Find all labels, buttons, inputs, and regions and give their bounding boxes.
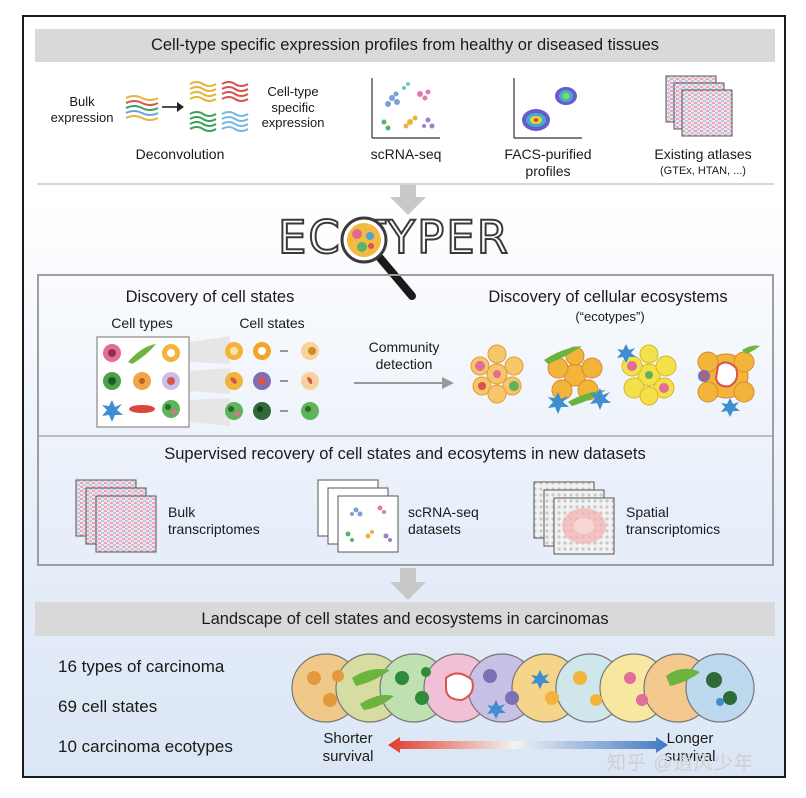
ecotype-landscape-circles xyxy=(291,653,755,723)
ecotype-cluster-4 xyxy=(697,345,760,417)
supervised-title: Supervised recovery of cell states and e… xyxy=(164,445,646,463)
ecotyper-logo: EC TYPER xyxy=(277,211,510,264)
bulk-heatmap-stack xyxy=(75,479,157,553)
down-arrow-1 xyxy=(390,185,426,215)
stat-ecotypes: 10 carcinoma ecotypes xyxy=(58,737,233,756)
community-arrow-icon xyxy=(354,377,454,389)
top-banner: Cell-type specific expression profiles f… xyxy=(35,29,775,62)
deconvolution-label: Deconvolution xyxy=(135,146,225,162)
longer-survival-label: Longer survival xyxy=(664,730,716,765)
scrna-datasets-label: scRNA-seq datasets xyxy=(408,504,479,537)
celltype-waves-icon xyxy=(189,81,249,132)
scrna-seq-label: scRNA-seq xyxy=(370,146,442,162)
ecotype-cluster-3 xyxy=(617,344,677,406)
atlases-sub-label: (GTEx, HTAN, ...) xyxy=(660,165,746,177)
discovery-panel xyxy=(37,274,774,566)
stat-carcinoma-types: 16 types of carcinoma xyxy=(58,657,225,676)
scrna-tsne-plot xyxy=(371,78,440,139)
ecotype-cluster-2 xyxy=(544,346,611,414)
celltype-expression-label: Cell-type specific expression xyxy=(261,84,325,131)
magnifier-icon xyxy=(340,216,416,300)
ecotypes-label: (“ecotypes”) xyxy=(575,309,645,324)
facs-density-plot xyxy=(513,78,582,139)
cell-states-discovery-title: Discovery of cell states xyxy=(125,288,295,306)
expansion-shading xyxy=(190,336,230,426)
cell-states-label: Cell states xyxy=(239,315,305,331)
ecotype-cluster-1 xyxy=(470,344,524,404)
shorter-survival-label: Shorter survival xyxy=(322,730,374,765)
landscape-banner: Landscape of cell states and ecosystems … xyxy=(35,602,775,636)
watermark: 知乎 @逍风少年 xyxy=(607,753,754,774)
bulk-transcriptomes-label: Bulk transcriptomes xyxy=(168,504,260,537)
top-divider xyxy=(37,183,774,185)
spatial-stack xyxy=(533,481,615,555)
stat-cell-states: 69 cell states xyxy=(58,697,158,716)
spatial-label: Spatial transcriptomics xyxy=(626,504,721,537)
cell-types-grid xyxy=(96,336,190,428)
community-detection-label: Community detection xyxy=(368,339,440,372)
down-arrow-2 xyxy=(390,568,426,600)
bulk-waves-icon xyxy=(125,95,159,121)
survival-gradient-arrow xyxy=(388,737,668,753)
panel-separator xyxy=(39,435,772,437)
scrna-dataset-stack xyxy=(317,479,399,553)
bulk-expression-label: Bulk expression xyxy=(50,94,114,125)
cell-states-grid xyxy=(225,342,319,420)
atlas-heatmap-stack xyxy=(665,75,733,137)
facs-label: FACS-purified profiles xyxy=(504,146,592,179)
cell-types-label: Cell types xyxy=(111,315,173,331)
right-arrow-icon xyxy=(162,102,184,112)
ecosystems-discovery-title: Discovery of cellular ecosystems xyxy=(488,288,728,306)
atlases-label: Existing atlases xyxy=(654,146,752,162)
